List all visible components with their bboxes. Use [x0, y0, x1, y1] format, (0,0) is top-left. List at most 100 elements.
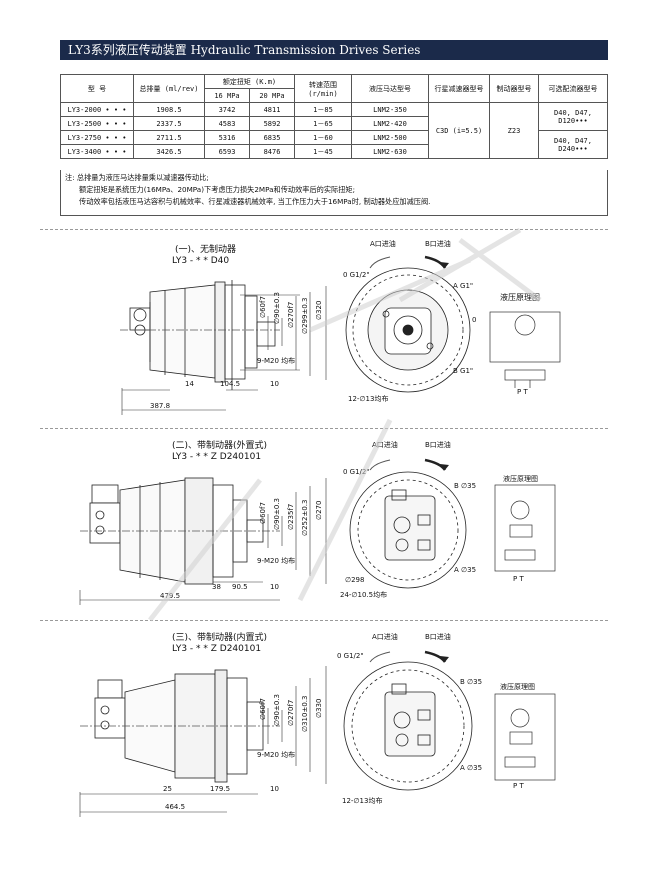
- cell-model: LY3-2000 • • •: [60, 102, 134, 117]
- dim-d60: ∅60f7: [259, 502, 267, 524]
- cell-reducer: C3D (i=5.5): [428, 102, 490, 159]
- cell-brake: Z23: [489, 102, 539, 159]
- b-port-label: B口进油: [425, 240, 451, 248]
- cell-t20: 5892: [249, 116, 295, 131]
- dim-d310: ∅310±0.3: [301, 695, 309, 732]
- cell-disp: 3426.5: [133, 144, 205, 159]
- section-external-brake: (二)、带制动器(外置式) LY3 - * * Z D240101: [0, 430, 650, 620]
- pt-label: P T: [513, 575, 524, 583]
- th-torque: 额定扭矩 (K.m): [204, 74, 295, 89]
- dim-d298: ∅298: [345, 576, 365, 584]
- holes-label: 12-∅13均布: [342, 797, 383, 805]
- th-motor: 液压马达型号: [351, 74, 429, 103]
- drain-port-label: 0 G1/2": [337, 652, 364, 660]
- divider: [40, 620, 608, 621]
- cell-disp: 1908.5: [133, 102, 205, 117]
- b-port-label: B口进油: [425, 441, 451, 449]
- dim-d320: ∅320: [315, 300, 323, 320]
- th-valve: 可选配流器型号: [538, 74, 608, 103]
- section-title: (二)、带制动器(外置式): [172, 441, 268, 451]
- cell-t16: 3742: [204, 102, 250, 117]
- dim-d270: ∅270: [315, 500, 323, 520]
- drain-port-label: 0 G1/2": [343, 468, 370, 476]
- cell-t16: 4583: [204, 116, 250, 131]
- model-code: LY3 - * * Z D240101: [172, 452, 262, 462]
- a-port-label: A口进油: [372, 441, 398, 449]
- a35-label: A ∅35: [460, 764, 483, 772]
- table-row: LY3-3400 • • • 3426.5 6593 8476 1－45 LNM…: [60, 144, 608, 159]
- drawing-no-brake: [120, 255, 561, 415]
- b-port-label: B口进油: [425, 633, 451, 641]
- table-row: LY3-2750 • • • 2711.5 5316 6835 1－60 LNM…: [60, 130, 608, 159]
- dim-905: 90.5: [232, 583, 248, 591]
- cell-motor: LNM2-500: [351, 130, 429, 145]
- dim-387: 387.8: [150, 402, 171, 410]
- cell-valve2: D40, D47, D240•••: [538, 130, 608, 159]
- b35-label: B ∅35: [460, 678, 483, 686]
- cell-motor: LNM2-350: [351, 102, 429, 117]
- dim-d252: ∅252±0.3: [301, 499, 309, 536]
- dim-d270: ∅270f7: [287, 699, 295, 726]
- dim-104: 104.5: [220, 380, 241, 388]
- schematic-title: 液压原理图: [500, 683, 535, 691]
- schematic-title: 液压原理图: [500, 293, 540, 302]
- cell-t20: 4811: [249, 102, 295, 117]
- holes-label: 24-∅10.5均布: [340, 591, 388, 599]
- th-20mpa: 20 MPa: [249, 88, 295, 103]
- cell-speed: 1－60: [294, 130, 352, 145]
- model-code: LY3 - * * D40: [172, 256, 230, 266]
- dim-464: 464.5: [165, 803, 186, 811]
- cell-t16: 5316: [204, 130, 250, 145]
- cell-disp: 2711.5: [133, 130, 205, 145]
- dim-d60: ∅60f7: [259, 698, 267, 720]
- cell-t20: 8476: [249, 144, 295, 159]
- dim-d90: ∅90±0.3: [273, 497, 281, 530]
- dim-d270: ∅270f7: [287, 301, 295, 328]
- divider: [40, 229, 608, 230]
- dim-d60: ∅60f7: [259, 296, 267, 318]
- th-displacement: 总排量 (ml/rev): [133, 74, 205, 103]
- bolt-label: 9-M20 均布: [257, 751, 296, 759]
- o-label: 0: [472, 316, 477, 324]
- drawing-external-brake: [79, 458, 556, 605]
- table-row: LY3-2000 • • • 1908.5 3742 4811 1－85 LNM…: [60, 102, 608, 159]
- note-line: 额定扭矩是系统压力(16MPa、20MPa)下考虑压力损失2MPa和传动效率后的…: [79, 185, 355, 194]
- cell-t20: 6835: [249, 130, 295, 145]
- a-g1-label: A G1": [453, 282, 474, 290]
- bolt-label: 9-M20 均布: [257, 357, 296, 365]
- dim-10: 10: [270, 785, 279, 793]
- drain-port-label: 0 G1/2": [343, 271, 370, 279]
- th-brake: 制动器型号: [489, 74, 539, 103]
- section-internal-brake: (三)、带制动器(内置式) LY3 - * * Z D240101: [0, 622, 650, 832]
- holes-label: 12-∅13均布: [348, 395, 389, 403]
- a-port-label: A口进油: [370, 240, 396, 248]
- note-line: 传动效率包括液压马达容积与机械效率、行星减速器机械效率, 当工作压力大于16MP…: [79, 197, 431, 206]
- model-code: LY3 - * * Z D240101: [172, 644, 262, 654]
- dim-d299: ∅299±0.3: [301, 297, 309, 334]
- page-header: LY3系列液压传动装置 Hydraulic Transmission Drive…: [60, 40, 608, 60]
- cell-speed: 1－65: [294, 116, 352, 131]
- cell-motor: LNM2-420: [351, 116, 429, 131]
- b-g1-label: B G1": [453, 367, 474, 375]
- th-model: 型 号: [60, 74, 134, 103]
- cell-valve1: D40, D47, D120•••: [538, 102, 608, 131]
- th-reducer: 行星减速器型号: [428, 74, 490, 103]
- dim-d90: ∅90±0.3: [273, 291, 281, 324]
- section-no-brake: (一)、无制动器 LY3 - * * D40: [0, 230, 650, 428]
- th-16mpa: 16 MPa: [204, 88, 250, 103]
- cell-t16: 6593: [204, 144, 250, 159]
- cell-motor: LNM2-630: [351, 144, 429, 159]
- pt-label: P T: [513, 782, 524, 790]
- table-notes: 注: 总排量为液压马达排量乘以减速器传动比; 额定扭矩是系统压力(16MPa、2…: [60, 170, 608, 216]
- cell-model: LY3-2500 • • •: [60, 116, 134, 131]
- cell-speed: 1－45: [294, 144, 352, 159]
- dim-10: 10: [270, 380, 279, 388]
- dim-d330: ∅330: [315, 698, 323, 718]
- a35-label: A ∅35: [454, 566, 477, 574]
- th-speed: 转速范围 (r/min): [294, 74, 352, 103]
- dim-25: 25: [163, 785, 172, 793]
- note-line: 注: 总排量为液压马达排量乘以减速器传动比;: [65, 173, 209, 182]
- cell-model: LY3-2750 • • •: [60, 130, 134, 145]
- cell-speed: 1－85: [294, 102, 352, 117]
- dim-14: 14: [185, 380, 194, 388]
